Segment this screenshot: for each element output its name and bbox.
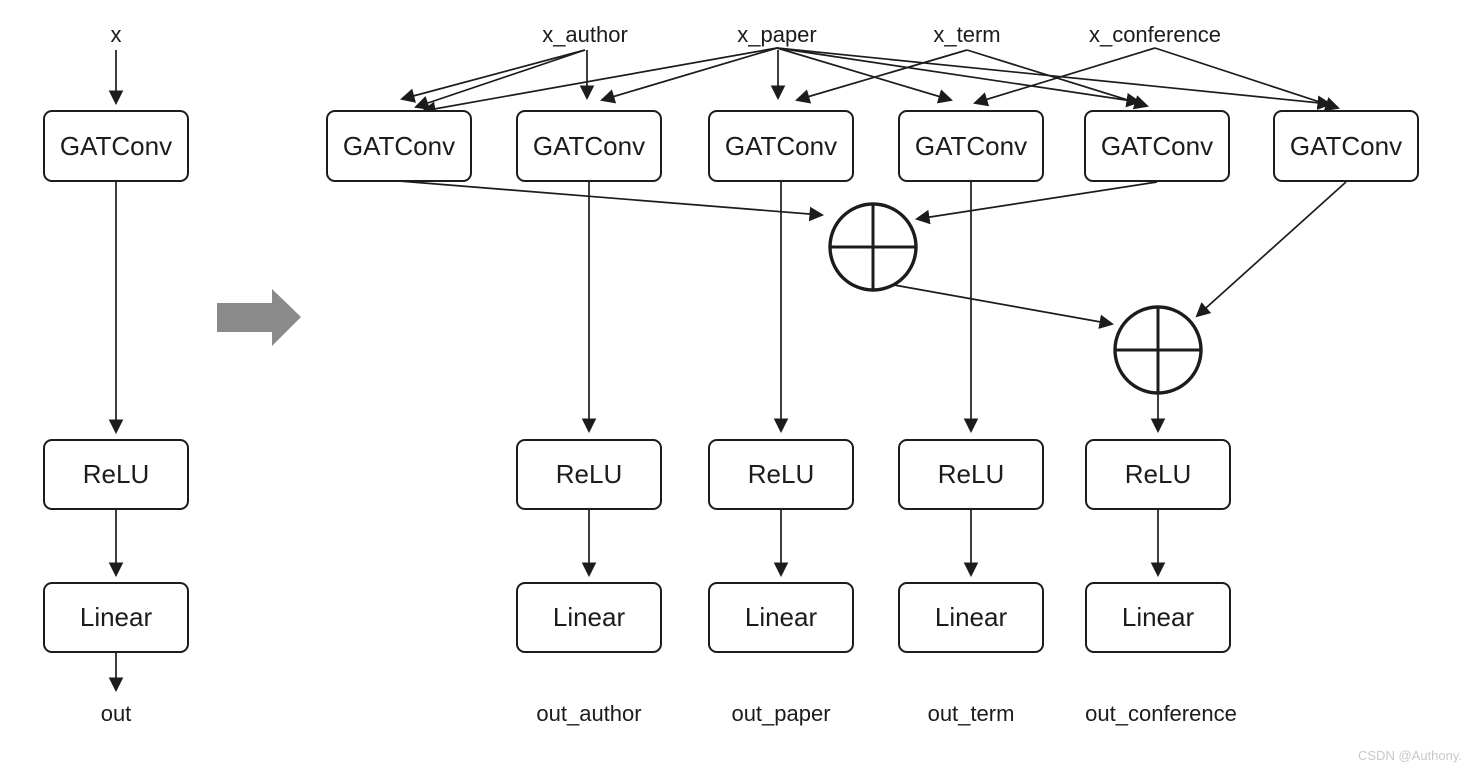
output-out-author-label: out_author: [536, 701, 641, 726]
relu-box-left-label: ReLU: [83, 459, 149, 489]
relu-row: ReLU ReLU ReLU ReLU: [516, 439, 1231, 510]
linear-box-3: [898, 582, 1044, 653]
homogeneous-pipeline: x GATConv ReLU Linear out: [43, 22, 189, 726]
arrow-x-paper-to-gatconv-5: [776, 47, 1142, 108]
input-arrows: [400, 47, 1340, 116]
gatconv-box-3-label: GATConv: [725, 131, 837, 161]
linear-box-4-label: Linear: [1122, 602, 1195, 632]
gatconv-box-2-label: GATConv: [533, 131, 645, 161]
arrow-sum-1-to-sum-2: [893, 284, 1115, 329]
arrow-x-author-to-gatconv-1a: [400, 49, 586, 103]
linear-box-3-label: Linear: [935, 602, 1008, 632]
gatconv-output-arrows: [398, 180, 1347, 434]
linear-box-1: [516, 582, 662, 653]
arrow-gatconv-6-to-sum-2: [1195, 181, 1347, 318]
linear-box-4: [1085, 582, 1231, 653]
linear-box-left-label: Linear: [80, 602, 153, 632]
output-out-label: out: [101, 701, 132, 726]
arrow-x-conference-to-gatconv-6: [1154, 47, 1340, 112]
gatconv-box-6: [1273, 110, 1419, 182]
gatconv-box-left-label: GATConv: [60, 131, 172, 161]
relu-box-2-label: ReLU: [748, 459, 814, 489]
watermark-text: CSDN @Authony.: [1358, 748, 1462, 763]
input-x-author-label: x_author: [542, 22, 628, 47]
input-x-label: x: [111, 22, 122, 47]
linear-box-2-label: Linear: [745, 602, 818, 632]
gatconv-box-4-label: GATConv: [915, 131, 1027, 161]
arrow-x-author-to-gatconv-1b: [414, 49, 586, 110]
arrow-x-term-to-gatconv-3: [795, 49, 968, 104]
input-x-term-label: x_term: [933, 22, 1000, 47]
relu-box-3-label: ReLU: [938, 459, 1004, 489]
relu-box-1-label: ReLU: [556, 459, 622, 489]
arrow-gatconv-1-to-sum-1: [398, 180, 825, 222]
linear-row: Linear Linear Linear Linear: [516, 582, 1231, 653]
output-out-paper-label: out_paper: [731, 701, 830, 726]
arrow-x-paper-to-gatconv-2: [600, 47, 778, 104]
relu-to-linear-arrows: [581, 509, 1166, 578]
aggregation-node-2: [1113, 305, 1203, 395]
arrow-x-paper-to-gatconv-6: [776, 47, 1333, 111]
transform-right-arrow: [217, 289, 301, 346]
arrow-gatconv-5-to-sum-1: [914, 181, 1158, 225]
linear-box-1-label: Linear: [553, 602, 626, 632]
output-out-conference-label: out_conference: [1085, 701, 1237, 726]
heterogeneous-pipeline: x_author x_paper x_term x_conference GAT…: [326, 22, 1419, 726]
gatconv-box-5: [1084, 110, 1230, 182]
arrow-x-conference-to-gatconv-4: [973, 47, 1156, 107]
relu-box-4-label: ReLU: [1125, 459, 1191, 489]
output-out-term-label: out_term: [928, 701, 1015, 726]
arrow-x-paper-to-gatconv-1: [420, 47, 778, 116]
gatconv-box-5-label: GATConv: [1101, 131, 1213, 161]
linear-box-2: [708, 582, 854, 653]
gatconv-box-6-label: GATConv: [1290, 131, 1402, 161]
gatconv-box-1-label: GATConv: [343, 131, 455, 161]
input-x-paper-label: x_paper: [737, 22, 817, 47]
aggregation-node-1: [828, 202, 918, 292]
input-x-conference-label: x_conference: [1089, 22, 1221, 47]
arrow-x-paper-to-gatconv-4: [776, 47, 953, 104]
gatconv-row: GATConv GATConv GATConv GATConv GATConv …: [326, 110, 1419, 182]
